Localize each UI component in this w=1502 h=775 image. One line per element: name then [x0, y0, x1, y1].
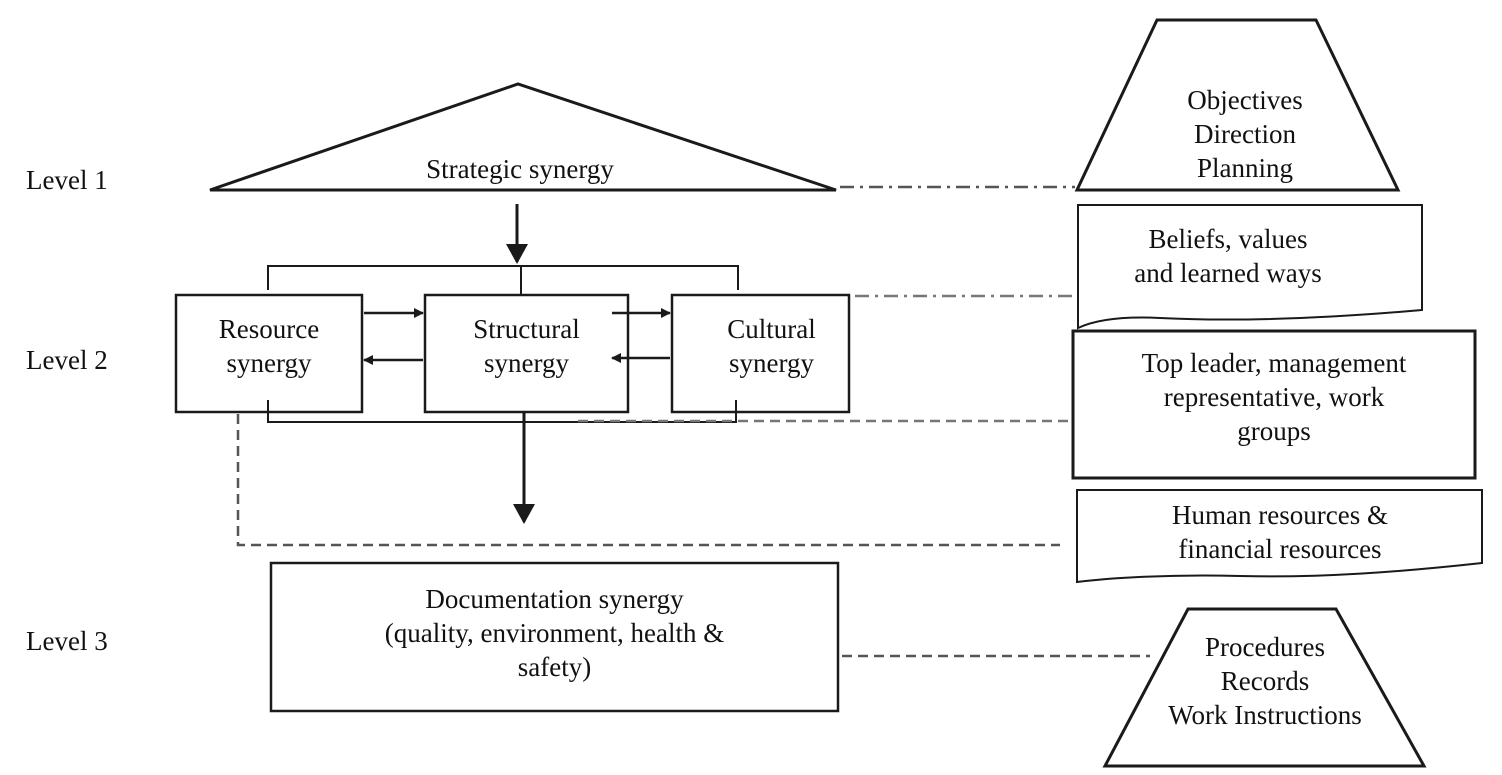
- procedures-label: Procedures Records Work Instructions: [1120, 630, 1410, 732]
- resource-synergy-line-1: Resource: [218, 314, 320, 344]
- level2-bottom-bracket: [267, 400, 737, 423]
- leaders-line-1: Top leader, management: [1141, 348, 1407, 378]
- human-resources-label: Human resources & financial resources: [1100, 498, 1460, 566]
- leaders-line-2: representative, work: [1163, 382, 1385, 412]
- human-resources-document-shape: [1076, 489, 1483, 584]
- objectives-line-3: Planning: [1196, 153, 1293, 183]
- resource-synergy-label: Resource synergy: [176, 312, 362, 380]
- beliefs-line-2: and learned ways: [1134, 258, 1322, 288]
- documentation-synergy-label: Documentation synergy (quality, environm…: [271, 582, 838, 684]
- leaders-box: [1071, 329, 1477, 480]
- documentation-line-2: (quality, environment, health &: [384, 618, 725, 648]
- level2-top-bracket: [267, 265, 739, 295]
- procedures-trapezoid: [1102, 607, 1427, 768]
- beliefs-label: Beliefs, values and learned ways: [1078, 222, 1378, 290]
- procedures-line-1: Procedures: [1205, 632, 1325, 662]
- documentation-synergy-box: [269, 561, 840, 713]
- objectives-line-2: Direction: [1194, 119, 1296, 149]
- level-1-label: Level 1: [26, 165, 108, 195]
- strategic-synergy-label: Strategic synergy: [426, 154, 614, 184]
- strategic-synergy-triangle: [209, 82, 837, 192]
- structural-synergy-box: [423, 293, 630, 414]
- cultural-synergy-box: [670, 293, 851, 414]
- leaders-label: Top leader, management representative, w…: [1073, 346, 1475, 448]
- human-line-1: Human resources &: [1172, 500, 1388, 530]
- human-line-2: financial resources: [1178, 534, 1382, 564]
- documentation-line-1: Documentation synergy: [425, 584, 684, 614]
- procedures-line-2: Records: [1220, 666, 1310, 696]
- resource-synergy-box: [174, 293, 364, 414]
- resource-synergy-line-2: synergy: [226, 348, 312, 378]
- cultural-synergy-line-2: synergy: [729, 348, 814, 378]
- cultural-synergy-line-1: Cultural: [727, 314, 816, 344]
- documentation-line-3: safety): [517, 652, 592, 682]
- structural-synergy-label: Structural synergy: [425, 312, 628, 380]
- structural-synergy-line-2: synergy: [484, 348, 569, 378]
- beliefs-document-shape: [1077, 204, 1423, 330]
- level-3-label: Level 3: [26, 626, 108, 656]
- procedures-line-3: Work Instructions: [1168, 700, 1362, 730]
- level-2-label: Level 2: [26, 345, 108, 375]
- objectives-trapezoid: [1074, 18, 1401, 192]
- objectives-line-1: Objectives: [1187, 85, 1303, 115]
- structural-synergy-line-1: Structural: [473, 314, 580, 344]
- objectives-label: Objectives Direction Planning: [1120, 83, 1370, 185]
- beliefs-line-1: Beliefs, values: [1148, 224, 1308, 254]
- connector-resource-human: [236, 414, 1060, 547]
- leaders-line-3: groups: [1237, 416, 1311, 446]
- cultural-synergy-label: Cultural synergy: [683, 312, 860, 380]
